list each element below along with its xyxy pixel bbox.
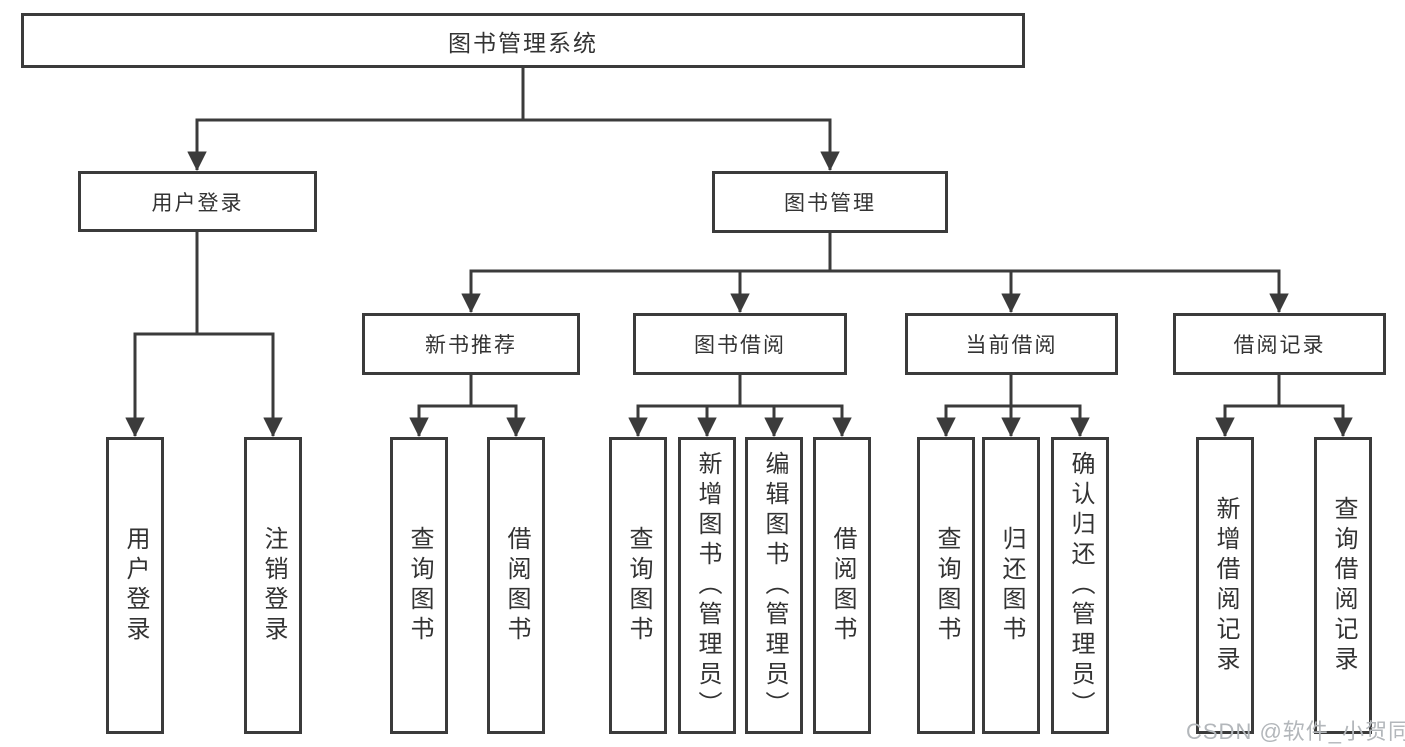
- node-new-book-recommend-label: 新书推荐: [425, 334, 517, 357]
- node-root: 图书管理系统: [21, 13, 1025, 68]
- leaf-nb-query-book: 查询图书: [390, 437, 448, 734]
- leaf-bb-borrow-book: 借阅图书: [813, 437, 871, 734]
- leaf-cb-query-book: 查询图书: [917, 437, 975, 734]
- leaf-user-login-label: 用户登录: [122, 525, 149, 646]
- node-book-borrow: 图书借阅: [633, 313, 847, 375]
- node-book-management-label: 图书管理: [784, 192, 876, 215]
- node-book-borrow-label: 图书借阅: [694, 334, 786, 357]
- leaf-br-add-record: 新增借阅记录: [1196, 437, 1254, 734]
- leaf-user-login: 用户登录: [106, 437, 164, 734]
- leaf-bb-add-book-admin: 新增图书（管理员）: [678, 437, 736, 734]
- node-borrow-records-label: 借阅记录: [1233, 334, 1326, 357]
- leaf-bb-query-book: 查询图书: [609, 437, 667, 734]
- leaf-cb-query-book-label: 查询图书: [933, 525, 960, 646]
- node-new-book-recommend: 新书推荐: [362, 313, 580, 375]
- node-book-management: 图书管理: [712, 171, 948, 233]
- node-user-login: 用户登录: [78, 171, 317, 232]
- leaf-cb-confirm-return-admin: 确认归还（管理员）: [1051, 437, 1109, 734]
- leaf-logout-label: 注销登录: [260, 525, 287, 646]
- leaf-bb-edit-book-admin-label: 编辑图书（管理员）: [761, 450, 788, 721]
- leaf-br-query-record: 查询借阅记录: [1314, 437, 1372, 734]
- node-borrow-records: 借阅记录: [1173, 313, 1386, 375]
- leaf-bb-add-book-admin-label: 新增图书（管理员）: [694, 450, 721, 721]
- leaf-bb-borrow-book-label: 借阅图书: [829, 525, 856, 646]
- leaf-nb-query-book-label: 查询图书: [406, 525, 433, 646]
- node-current-borrow: 当前借阅: [905, 313, 1118, 375]
- watermark: CSDN @软件_小贺同学: [1186, 719, 1405, 744]
- node-user-login-label: 用户登录: [151, 191, 244, 215]
- leaf-cb-return-book: 归还图书: [982, 437, 1040, 734]
- leaf-bb-edit-book-admin: 编辑图书（管理员）: [745, 437, 803, 734]
- leaf-cb-confirm-return-admin-label: 确认归还（管理员）: [1067, 450, 1094, 721]
- leaf-br-query-record-label: 查询借阅记录: [1330, 495, 1357, 676]
- node-current-borrow-label: 当前借阅: [965, 334, 1058, 357]
- node-root-label: 图书管理系统: [448, 29, 598, 56]
- leaf-cb-return-book-label: 归还图书: [998, 525, 1025, 646]
- leaf-nb-borrow-book: 借阅图书: [487, 437, 545, 734]
- leaf-br-add-record-label: 新增借阅记录: [1212, 495, 1239, 676]
- leaf-logout: 注销登录: [244, 437, 302, 734]
- leaf-nb-borrow-book-label: 借阅图书: [503, 525, 530, 646]
- leaf-bb-query-book-label: 查询图书: [625, 525, 652, 646]
